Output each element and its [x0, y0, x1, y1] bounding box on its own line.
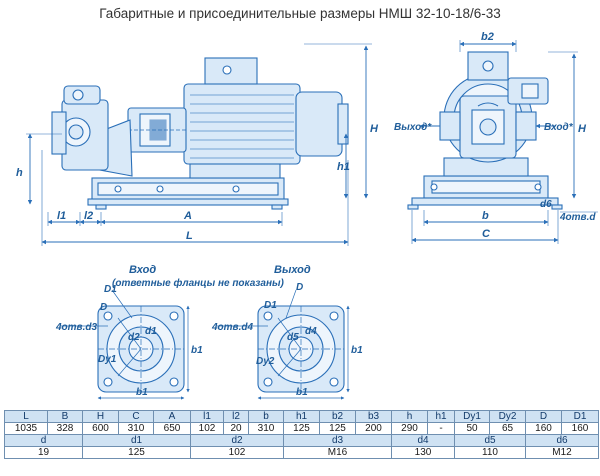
- table-cell: 328: [47, 422, 83, 435]
- pump-dimension-drawing: H h h1 l1 l2 A L: [16, 31, 598, 400]
- flanges-note: (ответные фланцы не показаны): [112, 277, 285, 289]
- table-cell: b2: [319, 410, 356, 423]
- table-cell: 160: [525, 422, 562, 435]
- table-cell: 110: [454, 446, 526, 459]
- inlet-dim-b1-horizontal: b1: [136, 387, 148, 398]
- table-cell: 160: [561, 422, 599, 435]
- front-dim-H: H: [578, 123, 587, 135]
- side-dim-l1: l1: [57, 210, 66, 222]
- inlet-caption: Вход: [129, 264, 156, 276]
- inlet-dim-d2: d2: [128, 332, 140, 343]
- table-cell: 130: [391, 446, 455, 459]
- table-cell: M16: [283, 446, 392, 459]
- table-cell: D1: [561, 410, 599, 423]
- table-value-row-2: 19 125 102 M16 130 110 M12: [4, 446, 599, 459]
- table-cell: 290: [391, 422, 428, 435]
- table-cell: C: [118, 410, 154, 423]
- inlet-dim-holes-d3: 4отв.d3: [55, 322, 97, 333]
- outlet-dim-d5: d5: [287, 332, 299, 343]
- table-cell: 310: [248, 422, 284, 435]
- outlet-dim-D1: D1: [264, 300, 277, 311]
- front-view: [407, 51, 563, 210]
- table-cell: M12: [525, 446, 599, 459]
- front-inlet-label: Вход*: [544, 122, 574, 133]
- table-cell: d5: [454, 434, 526, 447]
- table-cell: b3: [355, 410, 392, 423]
- side-view: [51, 57, 349, 210]
- table-cell: h1: [427, 410, 455, 423]
- table-cell: 125: [82, 446, 191, 459]
- outlet-dim-b1-horizontal: b1: [296, 387, 308, 398]
- table-cell: B: [47, 410, 83, 423]
- table-cell: d6: [525, 434, 599, 447]
- side-dim-L: L: [186, 230, 193, 242]
- front-outlet-label: Выход*: [394, 122, 432, 133]
- table-cell: 20: [223, 422, 249, 435]
- table-cell: H: [82, 410, 119, 423]
- table-cell: l1: [190, 410, 224, 423]
- table-header-row-1: L B H C A l1 l2 b h1 b2 b3 h h1 Dy1 Dy2 …: [4, 410, 599, 423]
- side-dim-A: A: [183, 210, 192, 222]
- side-terminal-box: [204, 57, 258, 85]
- table-cell: 19: [4, 446, 83, 459]
- outlet-dim-d4: d4: [305, 326, 317, 337]
- table-header-row-2: d d1 d2 d3 d4 d5 d6: [4, 434, 599, 447]
- table-cell: 125: [319, 422, 356, 435]
- dimensions-table: L B H C A l1 l2 b h1 b2 b3 h h1 Dy1 Dy2 …: [4, 410, 599, 459]
- front-dim-b2: b2: [481, 31, 494, 43]
- side-dim-l2: l2: [84, 210, 93, 222]
- table-cell: d4: [391, 434, 455, 447]
- table-cell: L: [4, 410, 48, 423]
- front-dim-b: b: [482, 210, 489, 222]
- table-cell: 310: [118, 422, 154, 435]
- table-cell: 50: [454, 422, 490, 435]
- side-dim-H: H: [370, 123, 379, 135]
- table-cell: d3: [283, 434, 392, 447]
- side-dim-h1: h1: [337, 161, 350, 173]
- inlet-dim-b1-vertical: b1: [191, 345, 203, 356]
- table-cell: 1035: [4, 422, 48, 435]
- table-cell: 125: [283, 422, 320, 435]
- outlet-caption: Выход: [274, 264, 311, 276]
- table-cell: D: [525, 410, 562, 423]
- inlet-dim-d1: d1: [145, 326, 157, 337]
- table-cell: d1: [82, 434, 191, 447]
- outlet-dim-D: D: [296, 282, 303, 293]
- outlet-flange: Выход D D1 4отв.d4 d5 d4 Dy2 b1 b1: [211, 264, 363, 400]
- inlet-flange: Вход (ответные фланцы не показаны) D1 D …: [55, 264, 285, 400]
- table-cell: Dy2: [489, 410, 526, 423]
- table-cell: 102: [190, 422, 224, 435]
- table-cell: h: [391, 410, 428, 423]
- table-cell: b: [248, 410, 284, 423]
- side-motor: [183, 83, 301, 165]
- table-cell: h1: [283, 410, 320, 423]
- side-dim-h: h: [16, 167, 23, 179]
- front-dim-holes-d: 4отв.d: [559, 212, 596, 223]
- front-dim-d6: d6: [540, 199, 552, 210]
- table-value-row-1: 1035 328 600 310 650 102 20 310 125 125 …: [4, 422, 599, 435]
- table-cell: A: [153, 410, 191, 423]
- page-title: Габаритные и присоединительные размеры Н…: [99, 6, 501, 21]
- outlet-dim-Dy2: Dy2: [256, 356, 275, 367]
- outlet-dim-b1-vertical: b1: [351, 345, 363, 356]
- front-dim-C: C: [482, 228, 491, 240]
- table-cell: 102: [190, 446, 284, 459]
- table-cell: 65: [489, 422, 526, 435]
- table-cell: -: [427, 422, 455, 435]
- table-cell: d: [4, 434, 83, 447]
- table-cell: Dy1: [454, 410, 490, 423]
- table-cell: 600: [82, 422, 119, 435]
- table-cell: l2: [223, 410, 249, 423]
- table-cell: 650: [153, 422, 191, 435]
- inlet-dim-D1: D1: [104, 284, 117, 295]
- table-cell: d2: [190, 434, 284, 447]
- outlet-dim-holes-d4: 4отв.d4: [211, 322, 253, 333]
- table-cell: 200: [355, 422, 392, 435]
- inlet-dim-D: D: [100, 302, 107, 313]
- inlet-dim-Dy1: Dy1: [98, 354, 117, 365]
